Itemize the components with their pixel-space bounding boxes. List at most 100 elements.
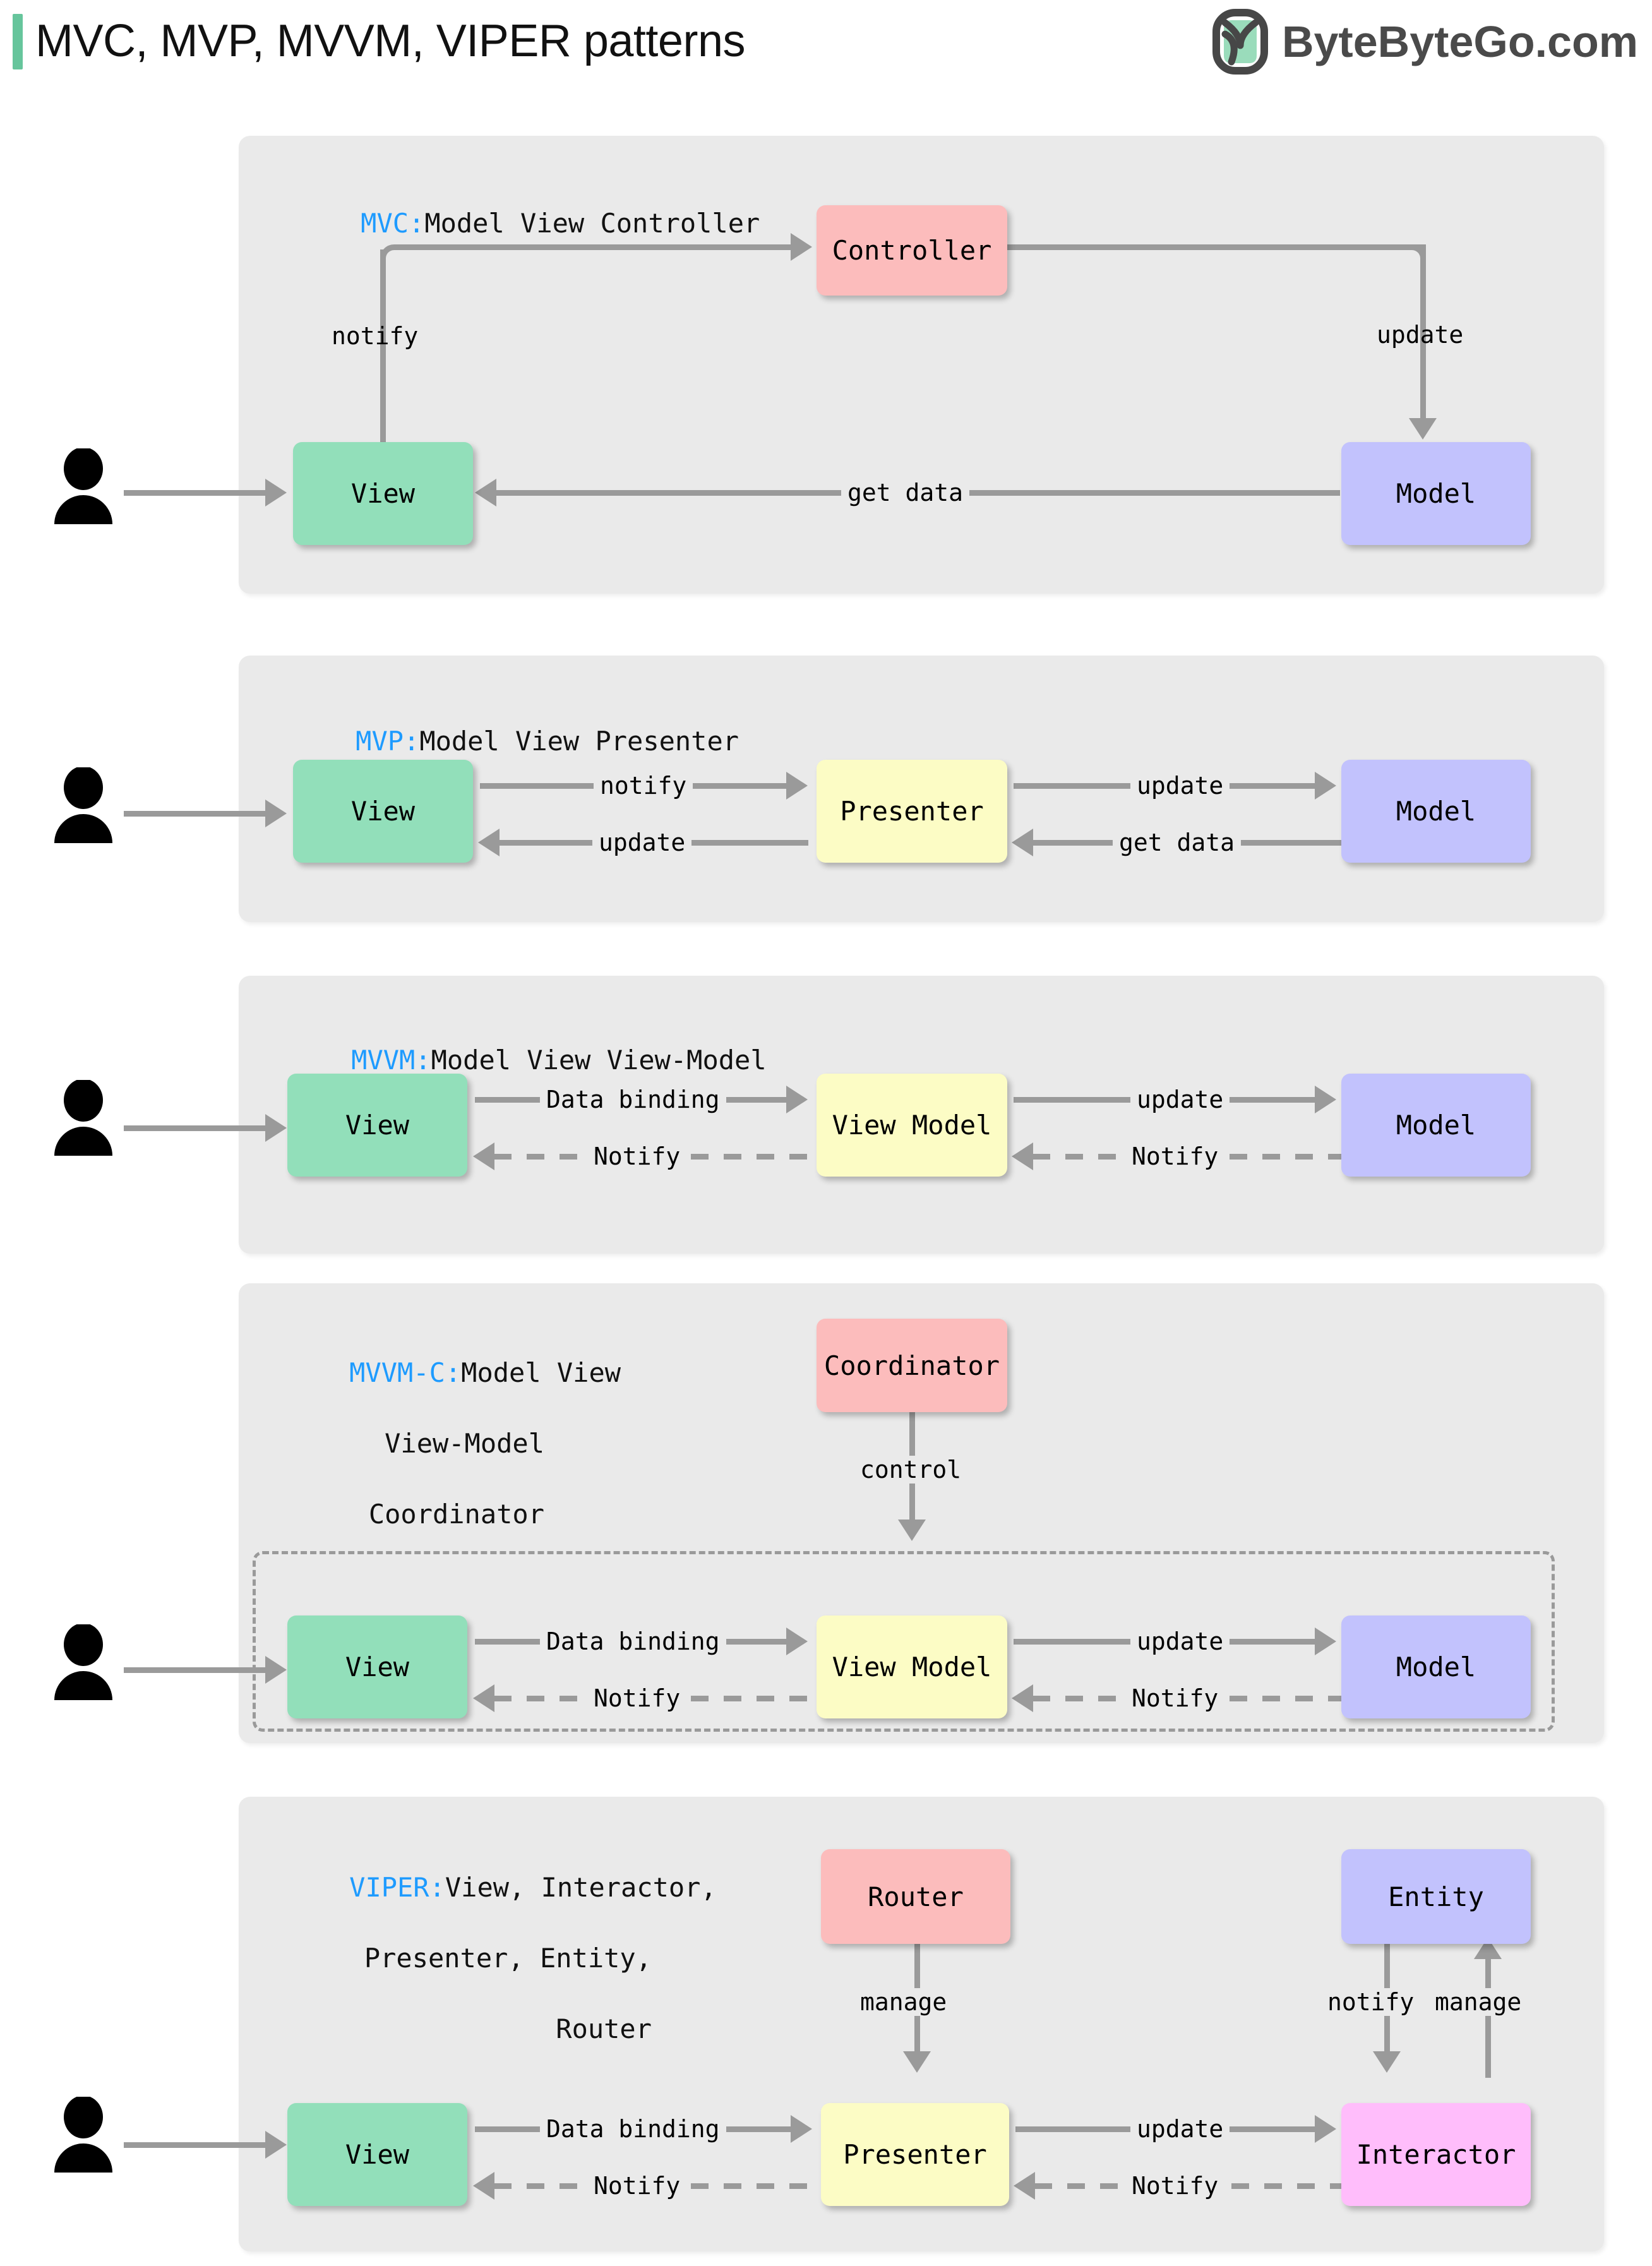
edge-label-get-data-mvp: get data	[1113, 829, 1242, 856]
edge-user-to-view-mvp	[124, 811, 269, 817]
arrowhead-view-to-presenter-mvp	[786, 772, 808, 800]
user-person-icon	[54, 767, 112, 843]
node-model-mvvm-c[interactable]: Model	[1341, 1616, 1531, 1718]
node-label: Interactor	[1356, 2139, 1516, 2170]
section-label-mvp: MVP:Model View Presenter	[292, 688, 739, 794]
user-person-icon	[54, 1624, 112, 1700]
edge-label-notify-right-mvvm-c: Notify	[1125, 1684, 1225, 1712]
edge-label-update-mvvm-c: update	[1130, 1628, 1230, 1655]
arrowhead-presenter-to-view-viper	[473, 2172, 494, 2200]
arrowhead-coordinator-control-mvvm-c	[898, 1520, 926, 1541]
node-label: View	[350, 796, 416, 827]
edge-interactor-to-entity-viper	[1485, 1957, 1491, 2078]
edge-user-to-view-mvvm	[124, 1125, 269, 1131]
section-key-mvvm: MVVM:	[351, 1045, 431, 1076]
edge-user-to-view-mvvm-c	[124, 1667, 269, 1673]
edge-label-manage-router-viper: manage	[854, 1988, 954, 2016]
edge-label-get-data-mvc: get data	[841, 479, 970, 507]
section-label-mvvm: MVVM:Model View View-Model	[287, 1007, 766, 1113]
edge-label-notify-entity-viper: notify	[1321, 1988, 1421, 2016]
title-accent-bar	[13, 14, 23, 69]
section-key-mvvm-c: MVVM-C:	[349, 1357, 462, 1388]
edge-label-data-binding-mvvm: Data binding	[540, 1086, 726, 1113]
section-title-mvvm-c-l1: Model View	[461, 1357, 621, 1388]
node-model-mvc[interactable]: Model	[1341, 442, 1531, 545]
node-label: View	[350, 478, 416, 509]
arrowhead-viewmodel-to-model-mvvm	[1315, 1086, 1336, 1113]
node-view-mvvm[interactable]: View	[287, 1074, 467, 1177]
section-title-mvp: Model View Presenter	[419, 726, 739, 757]
edge-label-notify-left-mvvm: Notify	[587, 1142, 687, 1170]
section-title-mvvm-c-l2: View-Model	[385, 1428, 544, 1459]
arrowhead-controller-to-model-mvc	[1409, 418, 1437, 440]
node-coordinator-mvvm-c[interactable]: Coordinator	[817, 1319, 1007, 1412]
arrowhead-user-to-view-mvvm	[265, 1114, 287, 1142]
node-presenter-mvp[interactable]: Presenter	[817, 760, 1007, 863]
node-viewmodel-mvvm[interactable]: View Model	[817, 1074, 1007, 1177]
node-view-mvp[interactable]: View	[293, 760, 473, 863]
edge-label-notify-mvc: notify	[332, 322, 419, 350]
node-label: Model	[1396, 478, 1476, 509]
mvvm-c-group-box	[253, 1551, 1555, 1732]
arrowhead-entity-notify-viper	[1373, 2051, 1401, 2073]
node-label: Controller	[832, 235, 992, 266]
node-label: Model	[1396, 1110, 1476, 1141]
node-controller-mvc[interactable]: Controller	[817, 205, 1007, 296]
section-label-viper: VIPER:View, Interactor, Presenter, Entit…	[285, 1835, 717, 2082]
arrowhead-view-to-viewmodel-mvvm	[786, 1086, 808, 1113]
arrowhead-router-manage-viper	[903, 2051, 931, 2073]
user-person-icon	[54, 1080, 112, 1156]
node-label: View	[345, 2139, 410, 2170]
node-label: Presenter	[843, 2139, 987, 2170]
arrowhead-view-to-viewmodel-mvvm-c	[786, 1628, 808, 1655]
node-router-viper[interactable]: Router	[821, 1849, 1010, 1944]
section-key-mvc: MVC:	[361, 208, 425, 239]
node-view-mvc[interactable]: View	[293, 442, 473, 545]
arrowhead-user-to-view-mvp	[265, 800, 287, 827]
edge-label-notify-right-mvvm: Notify	[1125, 1142, 1225, 1170]
arrowhead-user-to-view-mvvm-c	[265, 1656, 287, 1684]
node-label: View	[345, 1110, 410, 1141]
arrowhead-viewmodel-to-model-mvvm-c	[1315, 1628, 1336, 1655]
arrowhead-model-to-viewmodel-mvvm-c	[1012, 1684, 1033, 1712]
node-label: Model	[1396, 796, 1476, 827]
edge-label-notify-mvp: notify	[594, 772, 693, 800]
node-label: Coordinator	[823, 1350, 1000, 1381]
node-view-viper[interactable]: View	[287, 2103, 467, 2206]
page-header: MVC, MVP, MVVM, VIPER patterns ByteByteG…	[0, 0, 1652, 88]
user-person-icon	[54, 448, 112, 524]
user-person-icon	[54, 2097, 112, 2173]
node-viewmodel-mvvm-c[interactable]: View Model	[817, 1616, 1007, 1718]
node-model-mvvm[interactable]: Model	[1341, 1074, 1531, 1177]
edge-user-to-view-mvc	[124, 490, 269, 496]
section-key-mvp: MVP:	[356, 726, 420, 757]
node-entity-viper[interactable]: Entity	[1341, 1849, 1531, 1944]
edge-controller-to-model-vertical-mvc	[1420, 249, 1426, 423]
node-interactor-viper[interactable]: Interactor	[1341, 2103, 1531, 2206]
section-title-viper-l2: Presenter, Entity,	[364, 1943, 652, 1974]
arrowhead-viewmodel-to-view-mvvm-c	[473, 1684, 494, 1712]
arrowhead-presenter-to-model-mvp	[1315, 772, 1336, 800]
edge-label-data-binding-viper: Data binding	[540, 2115, 726, 2143]
arrowhead-model-to-presenter-mvp	[1012, 829, 1033, 856]
edge-label-notify-left-viper: Notify	[587, 2172, 687, 2200]
arrowhead-model-to-view-mvc	[475, 479, 496, 507]
edge-label-update-back-mvp: update	[592, 829, 692, 856]
arrowhead-view-to-controller-mvc	[791, 233, 812, 261]
node-view-mvvm-c[interactable]: View	[287, 1616, 467, 1718]
edge-view-to-controller-elbow-mvc	[380, 244, 418, 282]
edge-label-update-mvvm: update	[1130, 1086, 1230, 1113]
node-presenter-viper[interactable]: Presenter	[821, 2103, 1009, 2206]
edge-label-manage-interactor-viper: manage	[1428, 1988, 1528, 2016]
edge-controller-to-model-horizontal-mvc	[1003, 244, 1426, 250]
edge-label-notify-left-mvvm-c: Notify	[587, 1684, 687, 1712]
section-title-mvc: Model View Controller	[424, 208, 760, 239]
arrowhead-interactor-to-presenter-viper	[1014, 2172, 1035, 2200]
section-label-mvvm-c: MVVM-C:Model View View-Model Coordinator	[285, 1320, 621, 1568]
node-model-mvp[interactable]: Model	[1341, 760, 1531, 863]
section-key-viper: VIPER:	[349, 1872, 445, 1903]
brand: ByteByteGo.com	[1210, 9, 1638, 75]
arrowhead-view-to-presenter-viper	[791, 2115, 812, 2143]
page-title: MVC, MVP, MVVM, VIPER patterns	[35, 16, 746, 66]
brand-text: ByteByteGo.com	[1281, 17, 1638, 66]
